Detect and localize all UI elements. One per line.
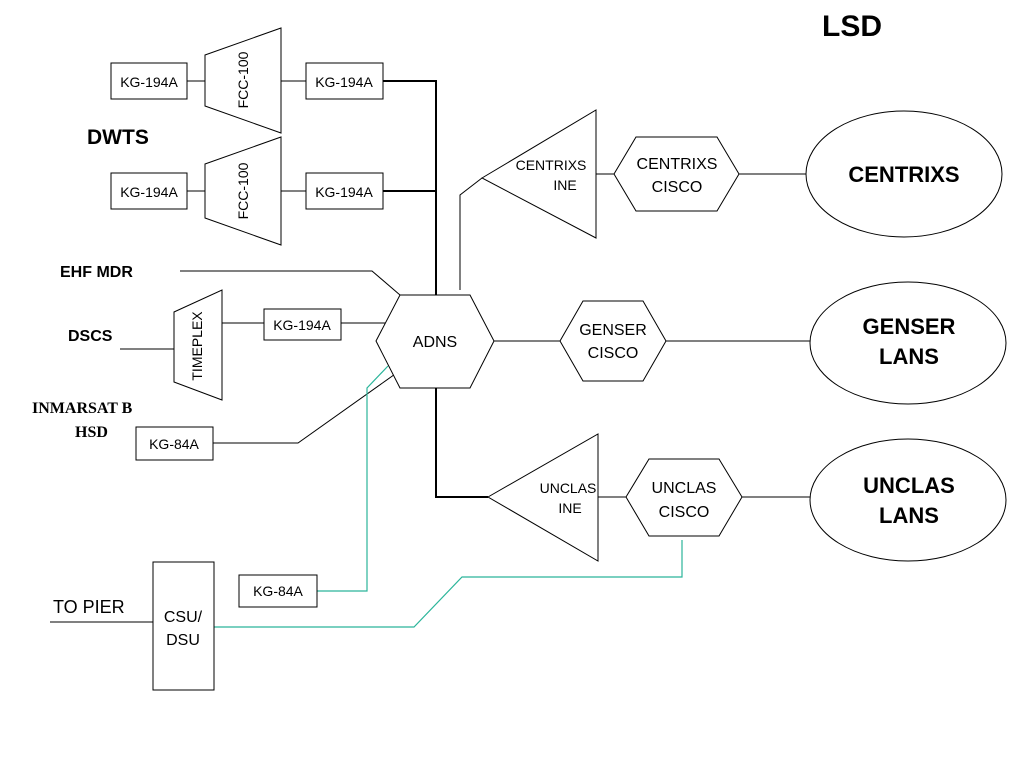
kg84a-label: KG-84A [253,583,303,599]
centrixs-ine-label-line1: CENTRIXS [516,157,587,173]
genser-lans-label-line1: GENSER [863,314,956,339]
unclas-cisco-label-line2: CISCO [659,504,710,521]
kg194a-label: KG-194A [120,74,178,90]
kg194a-box [305,172,384,210]
timeplex-trapezoid [173,289,223,401]
centrixs-network-label: CENTRIXS [848,162,959,187]
centrixs-cisco-hexagon [613,136,740,212]
label-dscs: DSCS [68,328,113,345]
csu-dsu-box [152,561,215,691]
csu-dsu-label-line1: CSU/ [164,609,203,626]
link-adns-centrixs-ine [459,177,483,290]
unclas-lans-label-line1: UNCLAS [863,473,955,498]
label-to-pier: TO PIER [53,597,125,617]
adns-label: ADNS [413,334,457,351]
kg84a-label: KG-84A [149,436,199,452]
timeplex-label: TIMEPLEX [189,311,205,381]
link-ehf-mdr [180,270,401,296]
kg194a-label: KG-194A [315,74,373,90]
label-dwts: DWTS [87,126,149,149]
kg194a-box [110,62,188,100]
csu-dsu-label-line2: DSU [166,632,200,649]
unclas-lans-ellipse [809,438,1007,562]
genser-cisco-label-line2: CISCO [588,345,639,362]
fcc100-trapezoid [204,136,282,246]
centrixs-cisco-label-line1: CENTRIXS [637,156,718,173]
unclas-cisco-label-line1: UNCLAS [652,480,717,497]
genser-lans-label-line2: LANS [879,344,939,369]
kg194a-label: KG-194A [315,184,373,200]
kg194a-label: KG-194A [273,317,331,333]
trunk-line-top [383,80,437,295]
genser-cisco-hexagon [559,300,667,382]
unclas-ine-label-line2: INE [558,500,581,516]
unclas-ine-triangle [486,433,599,562]
kg194a-box [110,172,188,210]
kg194a-box [263,308,342,341]
centrixs-cisco-label-line2: CISCO [652,179,703,196]
centrixs-network-ellipse [805,110,1003,238]
teal-link-csu-unclas [214,540,683,628]
diagram-title: LSD [822,10,882,43]
centrixs-ine-triangle [480,109,597,239]
fcc100-trapezoid [204,27,282,134]
centrixs-ine-label-line2: INE [553,177,576,193]
adns-hexagon [375,294,495,389]
unclas-cisco-hexagon [625,458,743,537]
kg194a-label: KG-194A [120,184,178,200]
kg84a-box [238,574,318,608]
fcc100-label: FCC-100 [235,162,251,219]
kg84a-box [135,426,214,461]
genser-cisco-label-line1: GENSER [579,322,647,339]
label-inmarsat-line2: HSD [75,424,108,441]
unclas-lans-label-line2: LANS [879,503,939,528]
kg194a-box [305,62,384,100]
unclas-ine-label-line1: UNCLAS [540,480,597,496]
label-inmarsat-line1: INMARSAT B [32,400,133,417]
fcc100-label: FCC-100 [235,51,251,108]
teal-link-kg84-adns [317,365,389,592]
label-ehf-mdr: EHF MDR [60,264,133,281]
trunk-line-bottom [435,388,488,498]
genser-lans-ellipse [809,281,1007,405]
link-inmarsat [213,371,399,444]
